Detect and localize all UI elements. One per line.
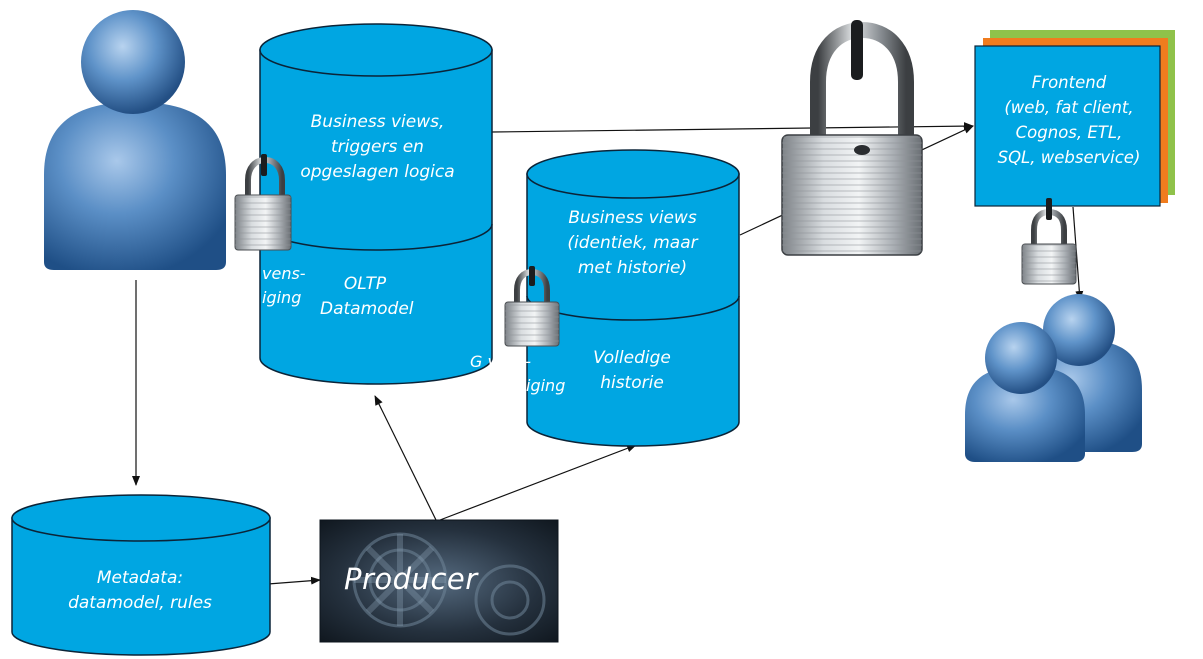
oltp-bottom-line: OLTP [343,274,387,294]
padlock-icon [234,154,292,251]
metadata-cylinder [11,494,271,656]
metadata-line: Metadata: [96,568,184,588]
users-icon [965,294,1142,462]
arrow-producer-to-history [439,444,637,521]
person-icon [44,10,226,270]
history-bottom-line: Volledige [593,348,671,368]
frontend-line: SQL, webservice) [997,148,1141,167]
history-side-fragment: G vens- iging [470,350,565,398]
frontend-stack [974,30,1175,207]
history-top-label: Business views (identiek, maar met histo… [545,206,720,281]
history-top-line: (identiek, maar [567,233,698,253]
oltp-cylinder [259,23,493,385]
oltp-side-fragment: vens- iging [262,262,306,310]
history-side-line: iging [526,376,566,395]
oltp-top-line: opgeslagen logica [300,162,455,182]
history-top-line: Business views [568,208,697,228]
gear-image [319,519,559,643]
frontend-label: Frontend (web, fat client, Cognos, ETL, … [980,70,1158,170]
producer-label: Producer [344,562,478,596]
frontend-line: Cognos, ETL, [1015,123,1123,142]
arrow-producer-to-oltp [374,395,437,521]
history-bottom-label: Volledige historie [582,346,682,396]
padlock-icon [781,20,923,256]
oltp-bottom-line: Datamodel [320,299,414,319]
oltp-top-line: triggers en [331,137,424,157]
frontend-line: Frontend [1031,73,1107,92]
arrow-metadata-to-producer [267,576,321,585]
oltp-top-label: Business views, triggers en opgeslagen l… [280,110,475,185]
history-side-line: G vens- [470,352,532,371]
oltp-side-line: iging [262,288,302,307]
oltp-bottom-label: OLTP Datamodel [320,272,414,322]
oltp-top-line: Business views, [310,112,445,132]
frontend-line: (web, fat client, [1004,98,1134,117]
metadata-label: Metadata: datamodel, rules [40,566,240,616]
history-bottom-line: historie [600,373,664,393]
metadata-line: datamodel, rules [68,593,212,613]
padlock-icon [504,266,560,347]
history-top-line: met historie) [577,258,688,278]
padlock-icon [1021,198,1077,285]
arrow-oltp-to-frontend [491,122,974,133]
history-cylinder [526,149,740,447]
oltp-side-line: vens- [262,264,306,283]
